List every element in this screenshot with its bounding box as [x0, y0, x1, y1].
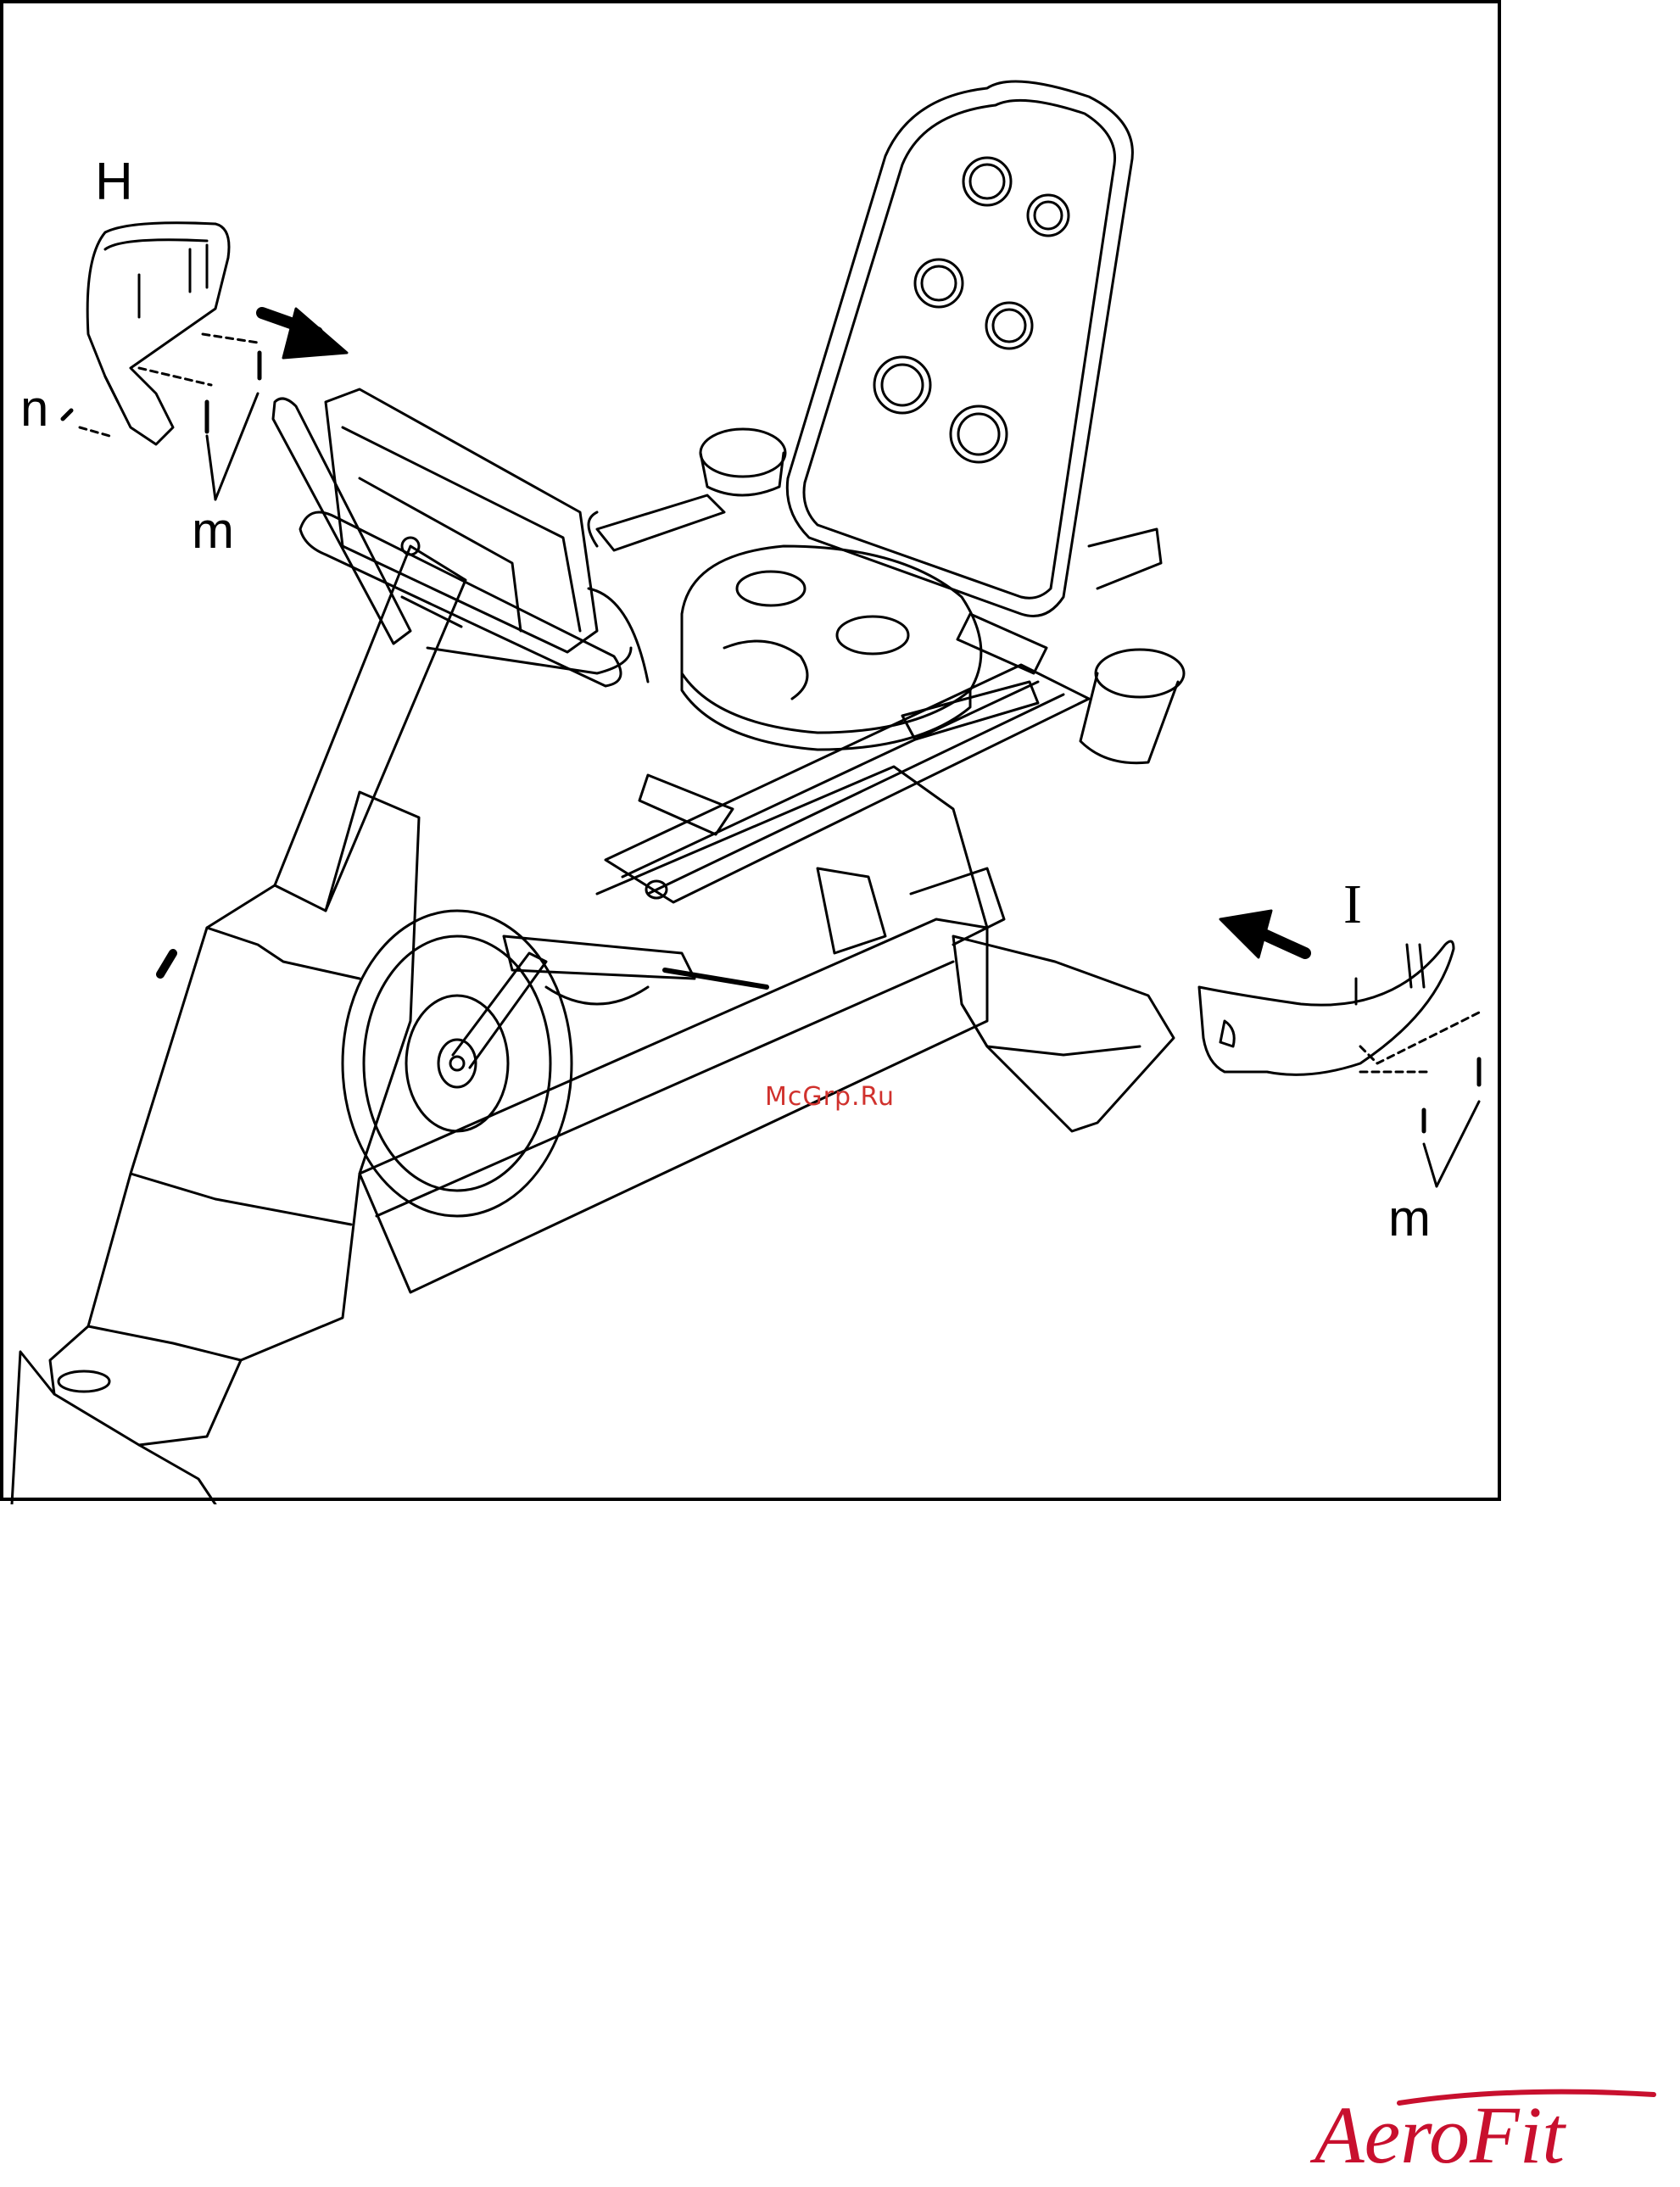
part-i-cover	[1199, 941, 1479, 1074]
seat-back	[787, 81, 1132, 616]
part-label-n: n	[20, 383, 48, 434]
seat-handles	[589, 429, 1184, 763]
part-h-cover	[80, 223, 258, 444]
part-label-h: H	[95, 156, 133, 209]
part-label-m-left: m	[192, 505, 234, 556]
part-label-m-right: m	[1388, 1193, 1431, 1244]
part-label-i: I	[1343, 877, 1362, 933]
assembly-figure: H n m I m McGrp.Ru	[0, 0, 1501, 1501]
front-shroud	[12, 792, 419, 1504]
logo-text: AeroFit	[1309, 2089, 1566, 2180]
main-frame	[360, 767, 1004, 1292]
arrow-right-down-icon	[262, 309, 347, 358]
watermark: McGrp.Ru	[765, 1082, 895, 1112]
console	[326, 389, 597, 652]
seat-rail	[606, 665, 1089, 902]
bike-line-drawing	[3, 3, 1504, 1504]
crank-pedal	[453, 936, 767, 1068]
pin-marker	[160, 953, 173, 974]
screw-icon	[1424, 1059, 1479, 1186]
seat-cushion	[682, 546, 981, 750]
screw-icon	[63, 353, 260, 499]
aerofit-logo: AeroFit	[1298, 2078, 1662, 2187]
arrow-left-up-icon	[1220, 911, 1305, 957]
